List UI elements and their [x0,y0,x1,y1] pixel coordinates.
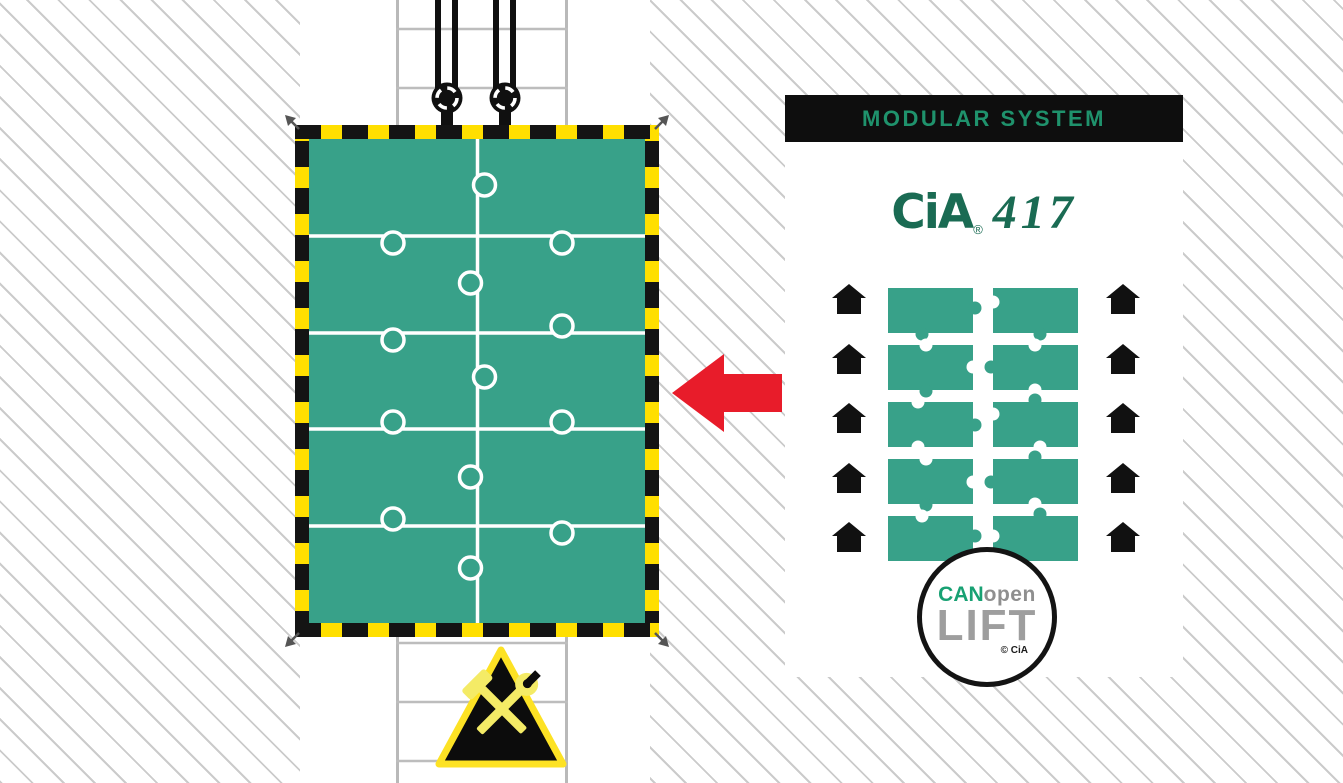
corner-marker-icon [285,115,300,130]
house-icon [1106,462,1140,493]
cia-417-logo: CiA ® 417 [785,181,1183,243]
cia-brand-text: CiA [891,184,974,240]
standard-number: 417 [992,185,1077,239]
banner-title: MODULAR SYSTEM [862,105,1106,131]
module-piece [888,395,982,454]
house-icon [1106,522,1140,552]
house-icon [832,403,866,433]
module-piece [984,338,1078,397]
module-piece [888,452,980,512]
registered-mark: ® [973,222,983,237]
puzzle-grid-lines [309,139,645,623]
house-icon [832,284,866,314]
car-puzzle-panel [309,139,645,623]
module-piece [888,338,980,398]
card-banner: MODULAR SYSTEM [785,95,1183,142]
open-text: open [983,582,1036,606]
warning-triangle-icon [435,646,567,768]
house-icon [1106,284,1140,314]
module-piece [984,450,1078,511]
left-arrow-icon [672,354,782,432]
hazard-tape-border [295,125,659,139]
lift-car [285,115,669,647]
module-piece [888,288,982,341]
copyright-text: © CiA [1000,644,1028,656]
corner-marker-icon [285,632,300,647]
modular-system-card: MODULAR SYSTEM CiA ® 417 [785,95,1183,677]
house-icon [1106,403,1140,433]
house-icon [832,343,866,374]
module-piece [986,507,1078,561]
cable-icon [435,0,441,92]
can-text: CAN [938,582,984,606]
module-piece [986,288,1078,341]
hazard-tape-border [645,125,659,637]
house-icon [832,522,866,552]
cable-icon [452,0,458,92]
corner-marker-icon [654,632,669,647]
corner-marker-icon [654,115,669,130]
lift-text: LIFT [936,600,1038,650]
module-grid [785,95,1183,677]
pulley-icon [489,82,521,114]
hazard-tape-border [295,125,309,637]
house-icon [1106,343,1140,374]
hazard-tape-border [295,623,659,637]
house-icon [832,462,866,493]
puzzle-knobs [380,172,575,581]
hammer-wrench-icon [462,669,539,735]
module-piece [888,509,982,561]
module-piece [986,393,1078,454]
cable-icon [493,0,499,92]
cable-icon [510,0,516,92]
canopen-wordmark: CANopen [938,582,1036,606]
pulley-icon [431,82,463,114]
canopen-lift-logo: CANopen LIFT © CiA [917,547,1057,687]
